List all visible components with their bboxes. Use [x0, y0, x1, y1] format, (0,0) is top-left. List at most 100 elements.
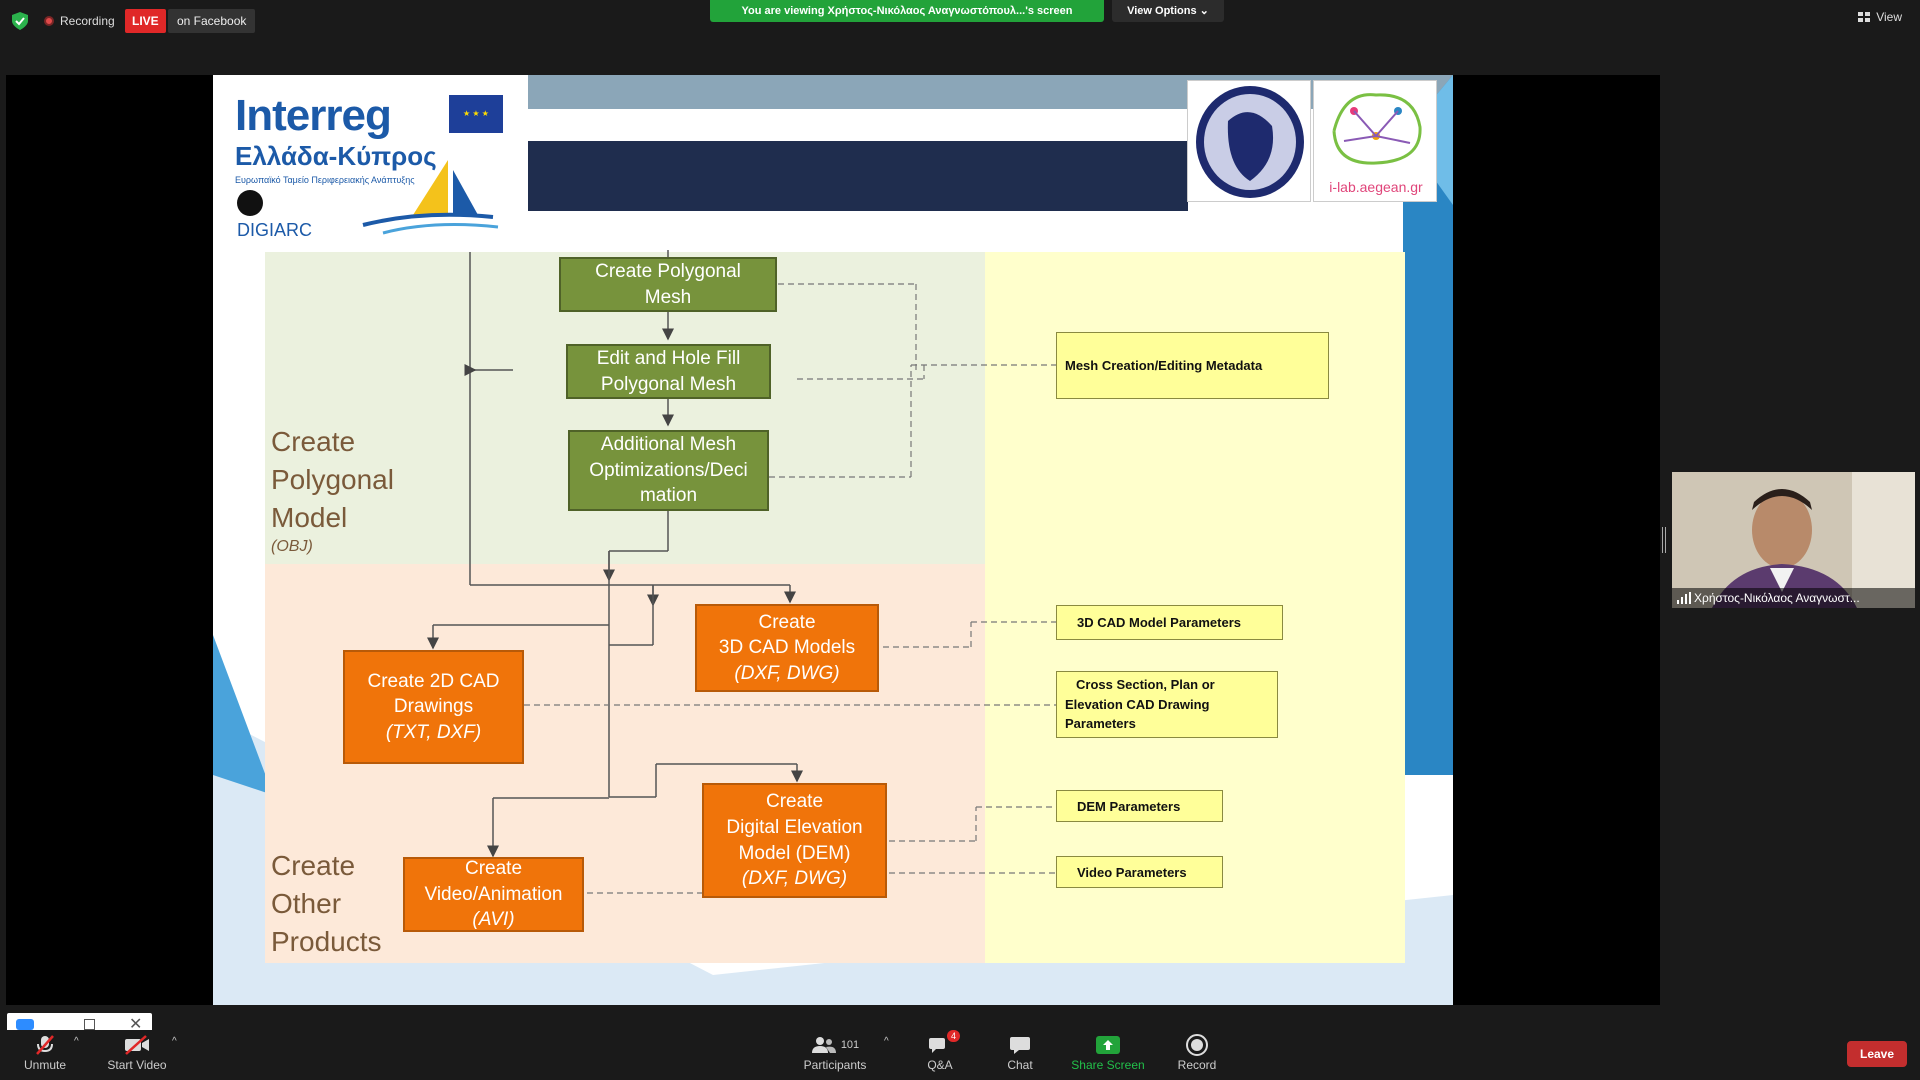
section-line-2: Polygonal	[271, 463, 394, 495]
box-line-4: (DXF, DWG)	[741, 868, 848, 890]
cross-section-param: Cross Section, Plan or Elevation CAD Dra…	[1056, 671, 1278, 738]
qa-label: Q&A	[927, 1058, 953, 1072]
dem-param: DEM Parameters	[1056, 790, 1223, 822]
share-screen-icon	[1096, 1036, 1120, 1054]
presentation-slide: Interreg ★ ★ ★ Ελλάδα-Κύπρος Ευρωπαϊκό Τ…	[213, 75, 1453, 1005]
leave-button[interactable]: Leave	[1847, 1041, 1907, 1067]
chat-icon	[1010, 1037, 1030, 1054]
interreg-subtitle: Ελλάδα-Κύπρος	[235, 141, 437, 171]
section-line-1: Create	[271, 426, 356, 457]
participants-count: 101	[840, 1039, 860, 1051]
flow-connectors	[427, 250, 1056, 894]
grid-view-icon	[1858, 12, 1871, 22]
ilab-url: i-lab.aegean.gr	[1329, 179, 1423, 195]
viewing-screen-banner: You are viewing Χρήστος-Νικόλαος Αναγνωσ…	[710, 0, 1104, 22]
video-options-chevron-icon[interactable]: ^	[172, 1036, 177, 1047]
box-line-3: Model (DEM)	[738, 842, 851, 864]
box-line-1: Create	[765, 791, 824, 813]
param-line-2: Elevation CAD Drawing	[1065, 696, 1210, 712]
university-seal-logo	[1187, 80, 1311, 202]
box-line-1: Edit and Hole Fill	[596, 347, 741, 369]
section-sub: (OBJ)	[271, 538, 313, 556]
box-line-2: Drawings	[393, 696, 474, 718]
create-dem-box: Create Digital Elevation Model (DEM) (DX…	[702, 783, 887, 898]
box-line-2: Digital Elevation	[726, 816, 863, 838]
box-line-3: mation	[639, 485, 698, 507]
interreg-wordmark: Interreg	[235, 91, 392, 140]
box-line-3: (AVI)	[472, 909, 515, 931]
participants-label: Participants	[803, 1058, 867, 1072]
view-button[interactable]: View	[1858, 10, 1902, 24]
microphone-muted-icon	[36, 1035, 54, 1055]
live-badge[interactable]: LIVE	[125, 9, 166, 33]
camera-off-icon	[125, 1035, 149, 1055]
box-line-1: Create 2D CAD	[367, 670, 500, 692]
section-label-other: Create Other Products	[271, 847, 382, 960]
participant-name: Χρήστος-Νικόλαος Αναγνωστ...	[1672, 588, 1915, 608]
participant-video-tile[interactable]: Χρήστος-Νικόλαος Αναγνωστ...	[1672, 472, 1915, 608]
sailboat-logo-icon	[353, 155, 503, 235]
additional-mesh-box: Additional Mesh Optimizations/Deci matio…	[568, 430, 769, 511]
meeting-toolbar	[0, 1030, 1920, 1080]
security-shield-icon[interactable]	[12, 12, 28, 30]
panel-resize-handle[interactable]	[1662, 527, 1666, 553]
section-line-1: Create	[271, 850, 356, 881]
zoom-app-icon[interactable]	[16, 1019, 34, 1030]
view-options-label: View Options	[1127, 5, 1197, 17]
cad3d-param: 3D CAD Model Parameters	[1056, 605, 1283, 640]
param-line-1: Cross Section, Plan or	[1076, 677, 1215, 693]
interreg-fund: Ευρωπαϊκό Ταμείο Περιφερειακής Ανάπτυξης	[235, 175, 415, 185]
signal-bars-icon	[1677, 592, 1691, 604]
unmute-label: Unmute	[23, 1058, 67, 1072]
live-destination[interactable]: on Facebook	[168, 9, 256, 33]
box-line-2: 3D CAD Models	[718, 637, 856, 659]
box-line-1: Create	[758, 611, 816, 633]
top-bar: Recording LIVE on Facebook You are viewi…	[0, 0, 1920, 44]
maximize-icon[interactable]	[84, 1019, 95, 1030]
section-line-3: Products	[271, 925, 382, 957]
box-line-2: Video/Animation	[424, 883, 563, 905]
share-screen-label: Share Screen	[1071, 1058, 1145, 1072]
chevron-down-icon: ⌄	[1199, 5, 1209, 17]
create-2d-cad-box: Create 2D CAD Drawings (TXT, DXF)	[343, 650, 524, 764]
box-line-1: Additional Mesh	[600, 434, 737, 456]
audio-options-chevron-icon[interactable]: ^	[74, 1036, 79, 1047]
recording-label: Recording	[60, 14, 115, 28]
close-icon[interactable]: ✕	[129, 1016, 143, 1033]
create-video-box: Create Video/Animation (AVI)	[403, 857, 584, 932]
mesh-metadata-param: Mesh Creation/Editing Metadata	[1056, 332, 1329, 399]
digiarc-icon	[237, 190, 263, 216]
digiarc-label: DIGIARC	[237, 220, 313, 240]
qa-badge: 4	[947, 1030, 961, 1042]
unmute-button[interactable]: Unmute	[0, 1032, 90, 1072]
qa-button[interactable]: 4 Q&A	[895, 1030, 985, 1072]
section-line-3: Model	[271, 501, 348, 533]
record-label: Record	[1177, 1058, 1217, 1072]
qa-icon	[929, 1038, 945, 1053]
record-button[interactable]: Record	[1152, 1032, 1242, 1072]
interreg-logo: Interreg ★ ★ ★ Ελλάδα-Κύπρος Ευρωπαϊκό Τ…	[213, 75, 528, 241]
section-line-2: Other	[271, 887, 342, 919]
participants-button[interactable]: 101 Participants	[790, 1032, 880, 1072]
create-3d-cad-box: Create 3D CAD Models (DXF, DWG)	[695, 604, 879, 692]
edit-hole-fill-box: Edit and Hole Fill Polygonal Mesh	[566, 344, 771, 399]
param-line-3: Parameters	[1065, 716, 1136, 732]
start-video-button[interactable]: Start Video	[92, 1032, 182, 1072]
recording-indicator[interactable]: Recording	[44, 10, 115, 32]
video-param: Video Parameters	[1056, 856, 1223, 888]
section-label-polygonal: Create Polygonal Model (OBJ)	[271, 423, 394, 558]
box-line-3: (TXT, DXF)	[385, 721, 482, 743]
view-options-button[interactable]: View Options ⌄	[1112, 0, 1224, 22]
start-video-label: Start Video	[107, 1058, 167, 1072]
record-icon	[1186, 1034, 1208, 1056]
eu-flag-icon: ★ ★ ★	[449, 95, 503, 133]
box-line-3: (DXF, DWG)	[734, 662, 840, 684]
box-line-1: Create	[464, 858, 523, 880]
view-label: View	[1876, 10, 1902, 24]
share-screen-button[interactable]: Share Screen	[1063, 1032, 1153, 1072]
recording-dot-icon	[44, 16, 54, 26]
participant-video-feed	[1672, 472, 1915, 608]
participants-chevron-icon[interactable]: ^	[884, 1036, 889, 1047]
box-line-1: Create Polygonal	[595, 260, 741, 282]
chat-button[interactable]: Chat	[975, 1032, 1065, 1072]
